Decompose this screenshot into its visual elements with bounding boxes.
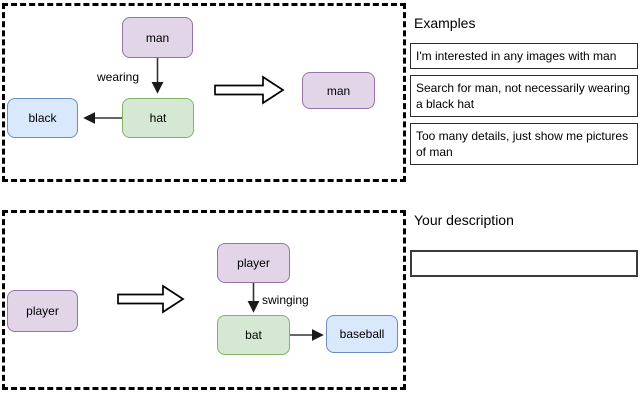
node-player-source: player <box>217 243 290 283</box>
node-player-query: player <box>7 290 78 332</box>
example-sentence-box: I'm interested in any images with man <box>410 43 638 69</box>
node-bat: bat <box>217 315 290 355</box>
node-man-source: man <box>122 17 193 58</box>
node-baseball: baseball <box>326 315 398 353</box>
edge-label-wearing: wearing <box>97 70 140 84</box>
node-hat: hat <box>122 98 194 138</box>
your-description-heading: Your description <box>414 212 514 228</box>
edge-label-swinging: swinging <box>262 293 309 307</box>
example-sentence-box: Search for man, not necessarily wearing … <box>410 75 638 117</box>
node-black: black <box>7 98 78 138</box>
node-man-result: man <box>302 72 375 109</box>
example-sentence-box: Too many details, just show me pictures … <box>410 123 638 165</box>
description-input[interactable] <box>410 250 638 277</box>
examples-heading: Examples <box>414 15 476 31</box>
